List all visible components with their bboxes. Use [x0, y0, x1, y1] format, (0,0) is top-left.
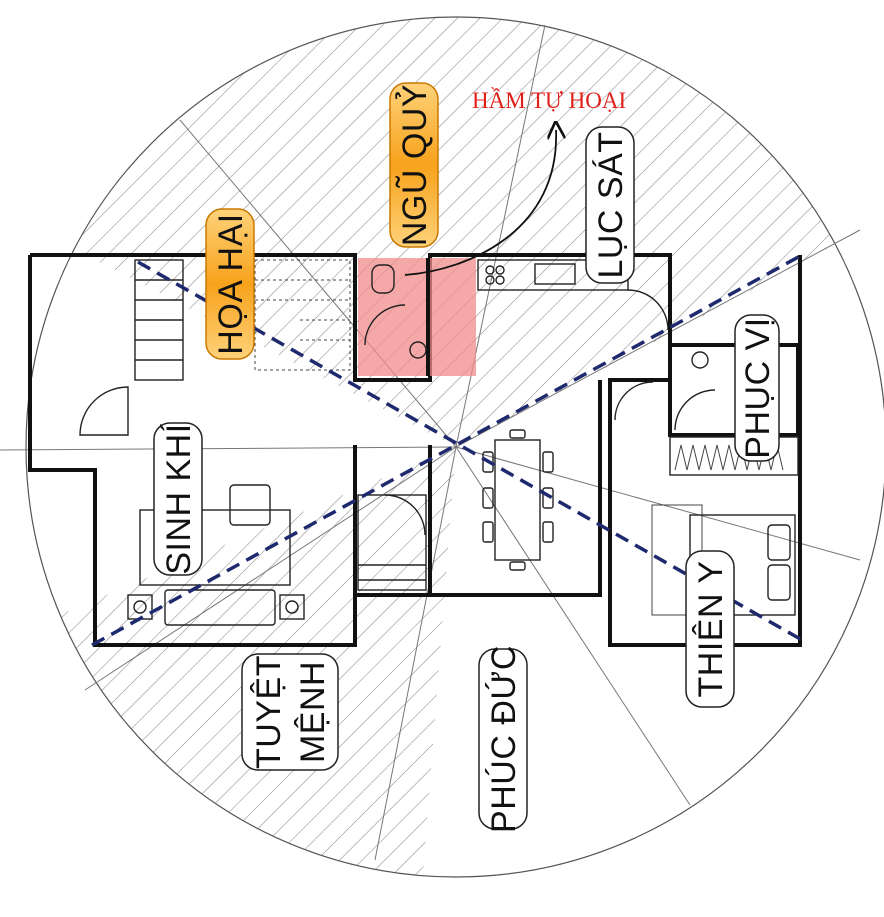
label-thien-y: THIÊN Y: [685, 550, 735, 708]
label-sinh-khi: SINH KHÍ: [153, 422, 203, 576]
outer-wall-right: [608, 345, 802, 647]
svg-text:HỌA HẠI: HỌA HẠI: [212, 213, 250, 354]
compass-circle: [25, 16, 884, 878]
dashed-axis-1: [137, 260, 803, 642]
label-tuyet-menh: TUYỆT MỆNH: [241, 653, 339, 771]
stairs-middle: [254, 259, 351, 371]
annotation-text: HẦM TỰ HOẠI: [472, 87, 626, 113]
svg-text:PHÚC ĐỨC: PHÚC ĐỨC: [485, 645, 523, 833]
septic-annotation: HẦM TỰ HOẠI: [404, 87, 626, 276]
dashed-axis-2: [91, 253, 803, 647]
outer-wall-bottom-mid: [430, 380, 602, 597]
sector-line-5: [374, 446, 457, 861]
svg-text:LỤC SÁT: LỤC SÁT: [592, 131, 630, 278]
svg-text:PHỤC VỊ: PHỤC VỊ: [739, 317, 777, 458]
svg-text:NGŨ QUỶ: NGŨ QUỶ: [396, 84, 434, 246]
sector-line-2: [455, 229, 861, 448]
annotation-arrow: [404, 130, 556, 276]
svg-text:MỆNH: MỆNH: [294, 661, 332, 763]
stairs-left: [134, 259, 184, 381]
front-door-swing: [79, 386, 129, 436]
living-furniture: [127, 484, 305, 626]
svg-text:TUYỆT: TUYỆT: [250, 655, 288, 769]
label-phuc-vi: PHỤC VỊ: [734, 314, 780, 462]
label-ngu-quy: NGŨ QUỶ: [389, 82, 439, 248]
svg-text:THIÊN Y: THIÊN Y: [692, 560, 730, 697]
kitchen: [477, 259, 669, 331]
compass: [0, 16, 884, 878]
sector-line-1: [455, 24, 546, 448]
dashed-axes: [91, 253, 803, 647]
dining-set: [482, 429, 554, 571]
sector-line-6: [84, 446, 457, 691]
label-phuc-duc: PHÚC ĐỨC: [478, 645, 528, 833]
floor-plan: [28, 253, 802, 647]
sector-line-7: [0, 446, 457, 451]
svg-text:SINH KHÍ: SINH KHÍ: [160, 423, 198, 574]
septic-toilet-zone: [358, 258, 476, 376]
sector-line-3: [455, 446, 861, 561]
label-luc-sat: LỤC SÁT: [585, 126, 635, 284]
label-hoa-hai: HỌA HẠI: [205, 208, 255, 360]
sector-line-8: [179, 119, 457, 448]
outer-wall: [28, 255, 432, 647]
stairs-lower: [357, 494, 427, 591]
bathroom-right: [614, 343, 800, 437]
toilet-highlight: [358, 258, 476, 376]
